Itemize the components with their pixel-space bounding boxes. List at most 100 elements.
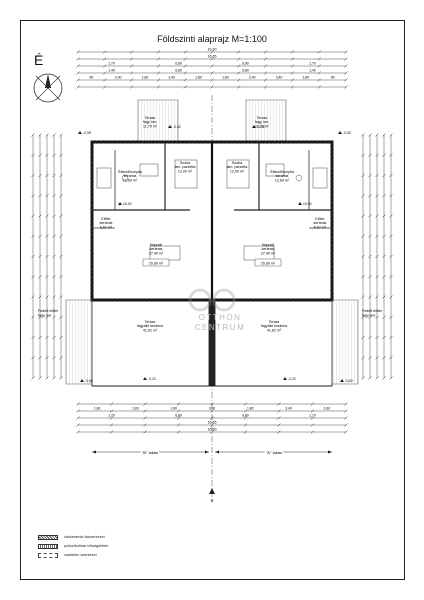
section-marker-icon: B [209, 488, 215, 503]
dimension-tick [382, 275, 386, 279]
dim-top-value: 3,40 [168, 76, 175, 80]
dim-top-value: 1,80 [142, 76, 149, 80]
dim-bottom-value: 1,80 [247, 407, 254, 411]
dimension-tick [52, 315, 56, 319]
dimension-tick [375, 275, 379, 279]
dimension-tick [361, 275, 365, 279]
dimension-tick [368, 214, 372, 218]
dimension-tick [344, 64, 348, 68]
dimension-tick [129, 64, 134, 68]
dimension-tick [129, 50, 134, 54]
dimension-tick [129, 78, 134, 82]
dimension-tick [368, 315, 372, 319]
dimension-tick [38, 315, 42, 319]
dimension-tick [76, 409, 80, 413]
level-marker-icon [168, 125, 172, 128]
dimension-tick [361, 153, 365, 157]
dimension-tick [375, 214, 379, 218]
dimension-tick [375, 234, 379, 238]
dimension-tick [277, 423, 281, 427]
dimension-tick [361, 173, 365, 178]
dimension-tick [109, 416, 114, 420]
dimension-tick [31, 254, 35, 259]
dim-bottom-value: 1,80 [170, 407, 177, 411]
dimension-tick [243, 423, 248, 427]
dim-top-value: 6,80 [242, 62, 249, 66]
dimension-tick [375, 335, 379, 340]
dimension-tick [109, 423, 114, 427]
dimension-tick [382, 356, 386, 360]
dimension-tick [375, 376, 379, 380]
dimension-tick [176, 409, 181, 413]
dimension-tick [38, 356, 42, 360]
dimension-tick [361, 356, 365, 360]
level-markers: ±0,00±0,00-0,02-0,02-0,08-0,30-0,22-0,22… [78, 125, 353, 383]
dim-bottom-value: 1,70 [309, 414, 316, 418]
dimension-tick [375, 315, 379, 319]
dimension-tick [389, 275, 393, 279]
dimension-tick [59, 275, 63, 279]
legend-item-masonry: vázkerámia falszerkezet [38, 533, 105, 541]
dimension-tick [156, 57, 161, 61]
dimension-tick [143, 423, 147, 427]
level-value: -0,02 [257, 125, 265, 129]
dimension-tick [52, 254, 56, 259]
unit-b-text: "B" lakás [142, 450, 158, 455]
dimension-tick [389, 335, 393, 340]
dimension-tick [52, 194, 56, 198]
dimension-tick [59, 254, 63, 259]
legend-label: vasbeton szerkezet [64, 553, 97, 557]
legend-item-concrete: vasbeton szerkezet [38, 551, 97, 559]
dimension-tick [103, 57, 107, 61]
dim-bottom-value: 6,80 [175, 414, 182, 418]
dimension-tick [243, 409, 248, 413]
dimension-tick [263, 64, 268, 68]
dimension-tick [290, 57, 295, 61]
dimension-tick [310, 416, 315, 420]
north-label: É [34, 52, 44, 68]
dimension-tick [109, 402, 114, 406]
dimension-tick [45, 356, 49, 360]
dim-bottom-value: 1,80 [94, 407, 101, 411]
dimension-tick [263, 71, 268, 75]
dimension-tick [382, 335, 386, 340]
dimension-tick [52, 275, 56, 279]
level-marker-icon [340, 379, 344, 382]
dimension-tick [382, 295, 386, 299]
dimension-tick [45, 335, 49, 340]
dimension-tick [45, 376, 49, 380]
dimension-tick [368, 234, 372, 238]
dim-top-value: 1,80 [222, 76, 229, 80]
dimension-tick [109, 430, 114, 434]
dimension-tick [237, 57, 241, 61]
dimension-tick [59, 194, 63, 198]
dimension-tick [183, 64, 187, 68]
dim-top-value: 6,80 [175, 62, 182, 66]
dimension-tick [382, 234, 386, 238]
section-marker-label: B [211, 498, 214, 503]
dimension-tick [59, 315, 63, 319]
level-marker-icon [143, 377, 147, 380]
dimension-tick [31, 173, 35, 178]
dimension-tick [31, 214, 35, 218]
dimension-tick [368, 376, 372, 380]
level-marker-icon [252, 125, 256, 128]
north-arrow-icon [33, 73, 63, 103]
dimension-tick [176, 423, 181, 427]
dimension-tick [45, 234, 49, 238]
dimension-tick [344, 85, 348, 89]
dimension-tick [290, 71, 295, 75]
dimension-tick [389, 214, 393, 218]
dimension-tick [156, 78, 161, 82]
dimension-tick [143, 416, 147, 420]
level-value: -0,22 [148, 377, 156, 381]
dimension-tick [76, 57, 80, 61]
dimension-tick [310, 430, 315, 434]
dimension-tick [38, 335, 42, 340]
dimension-tick [59, 214, 63, 218]
